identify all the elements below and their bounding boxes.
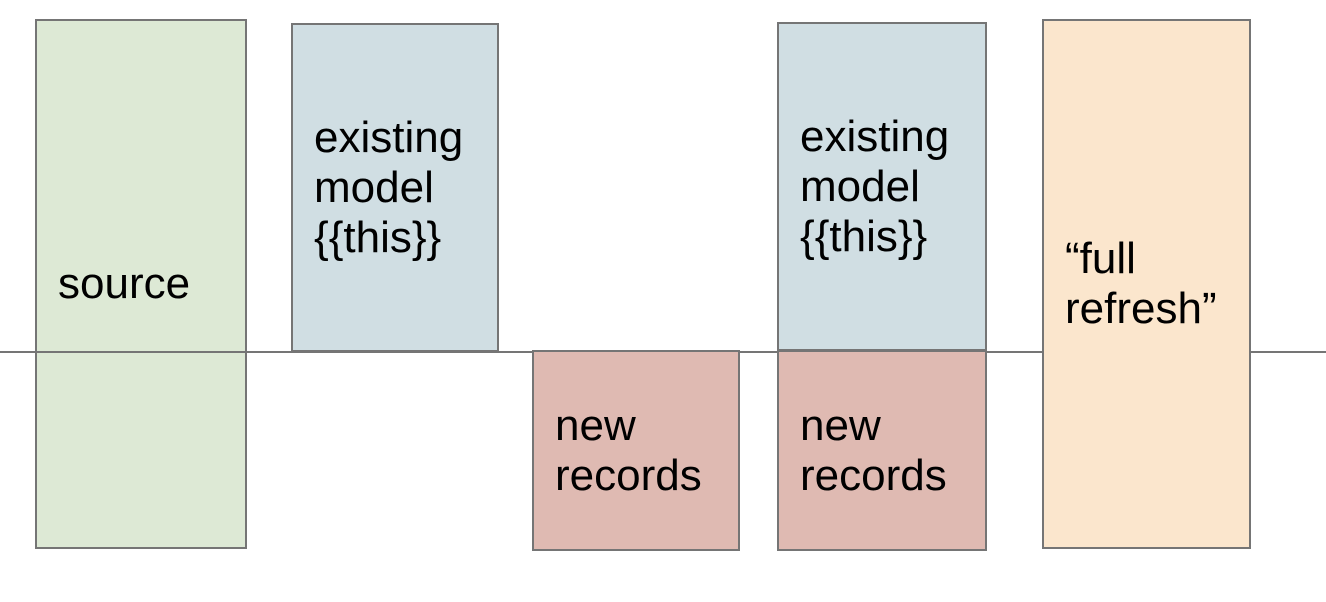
- existing-model-box-1: existing model {{this}}: [291, 23, 499, 352]
- new-records-box-2: new records: [777, 350, 987, 551]
- new-records-box-2-label: new records: [800, 400, 947, 500]
- existing-model-box-2-label: existing model {{this}}: [800, 111, 950, 261]
- new-records-box-1: new records: [532, 350, 740, 551]
- full-refresh-box: “full refresh”: [1042, 19, 1251, 549]
- source-box-label: source: [58, 259, 191, 308]
- full-refresh-box-label: “full refresh”: [1065, 234, 1217, 333]
- new-records-box-1-label: new records: [555, 400, 702, 500]
- existing-model-box-2: existing model {{this}}: [777, 22, 987, 351]
- existing-model-box-1-label: existing model {{this}}: [314, 112, 464, 262]
- source-box: source: [35, 19, 247, 549]
